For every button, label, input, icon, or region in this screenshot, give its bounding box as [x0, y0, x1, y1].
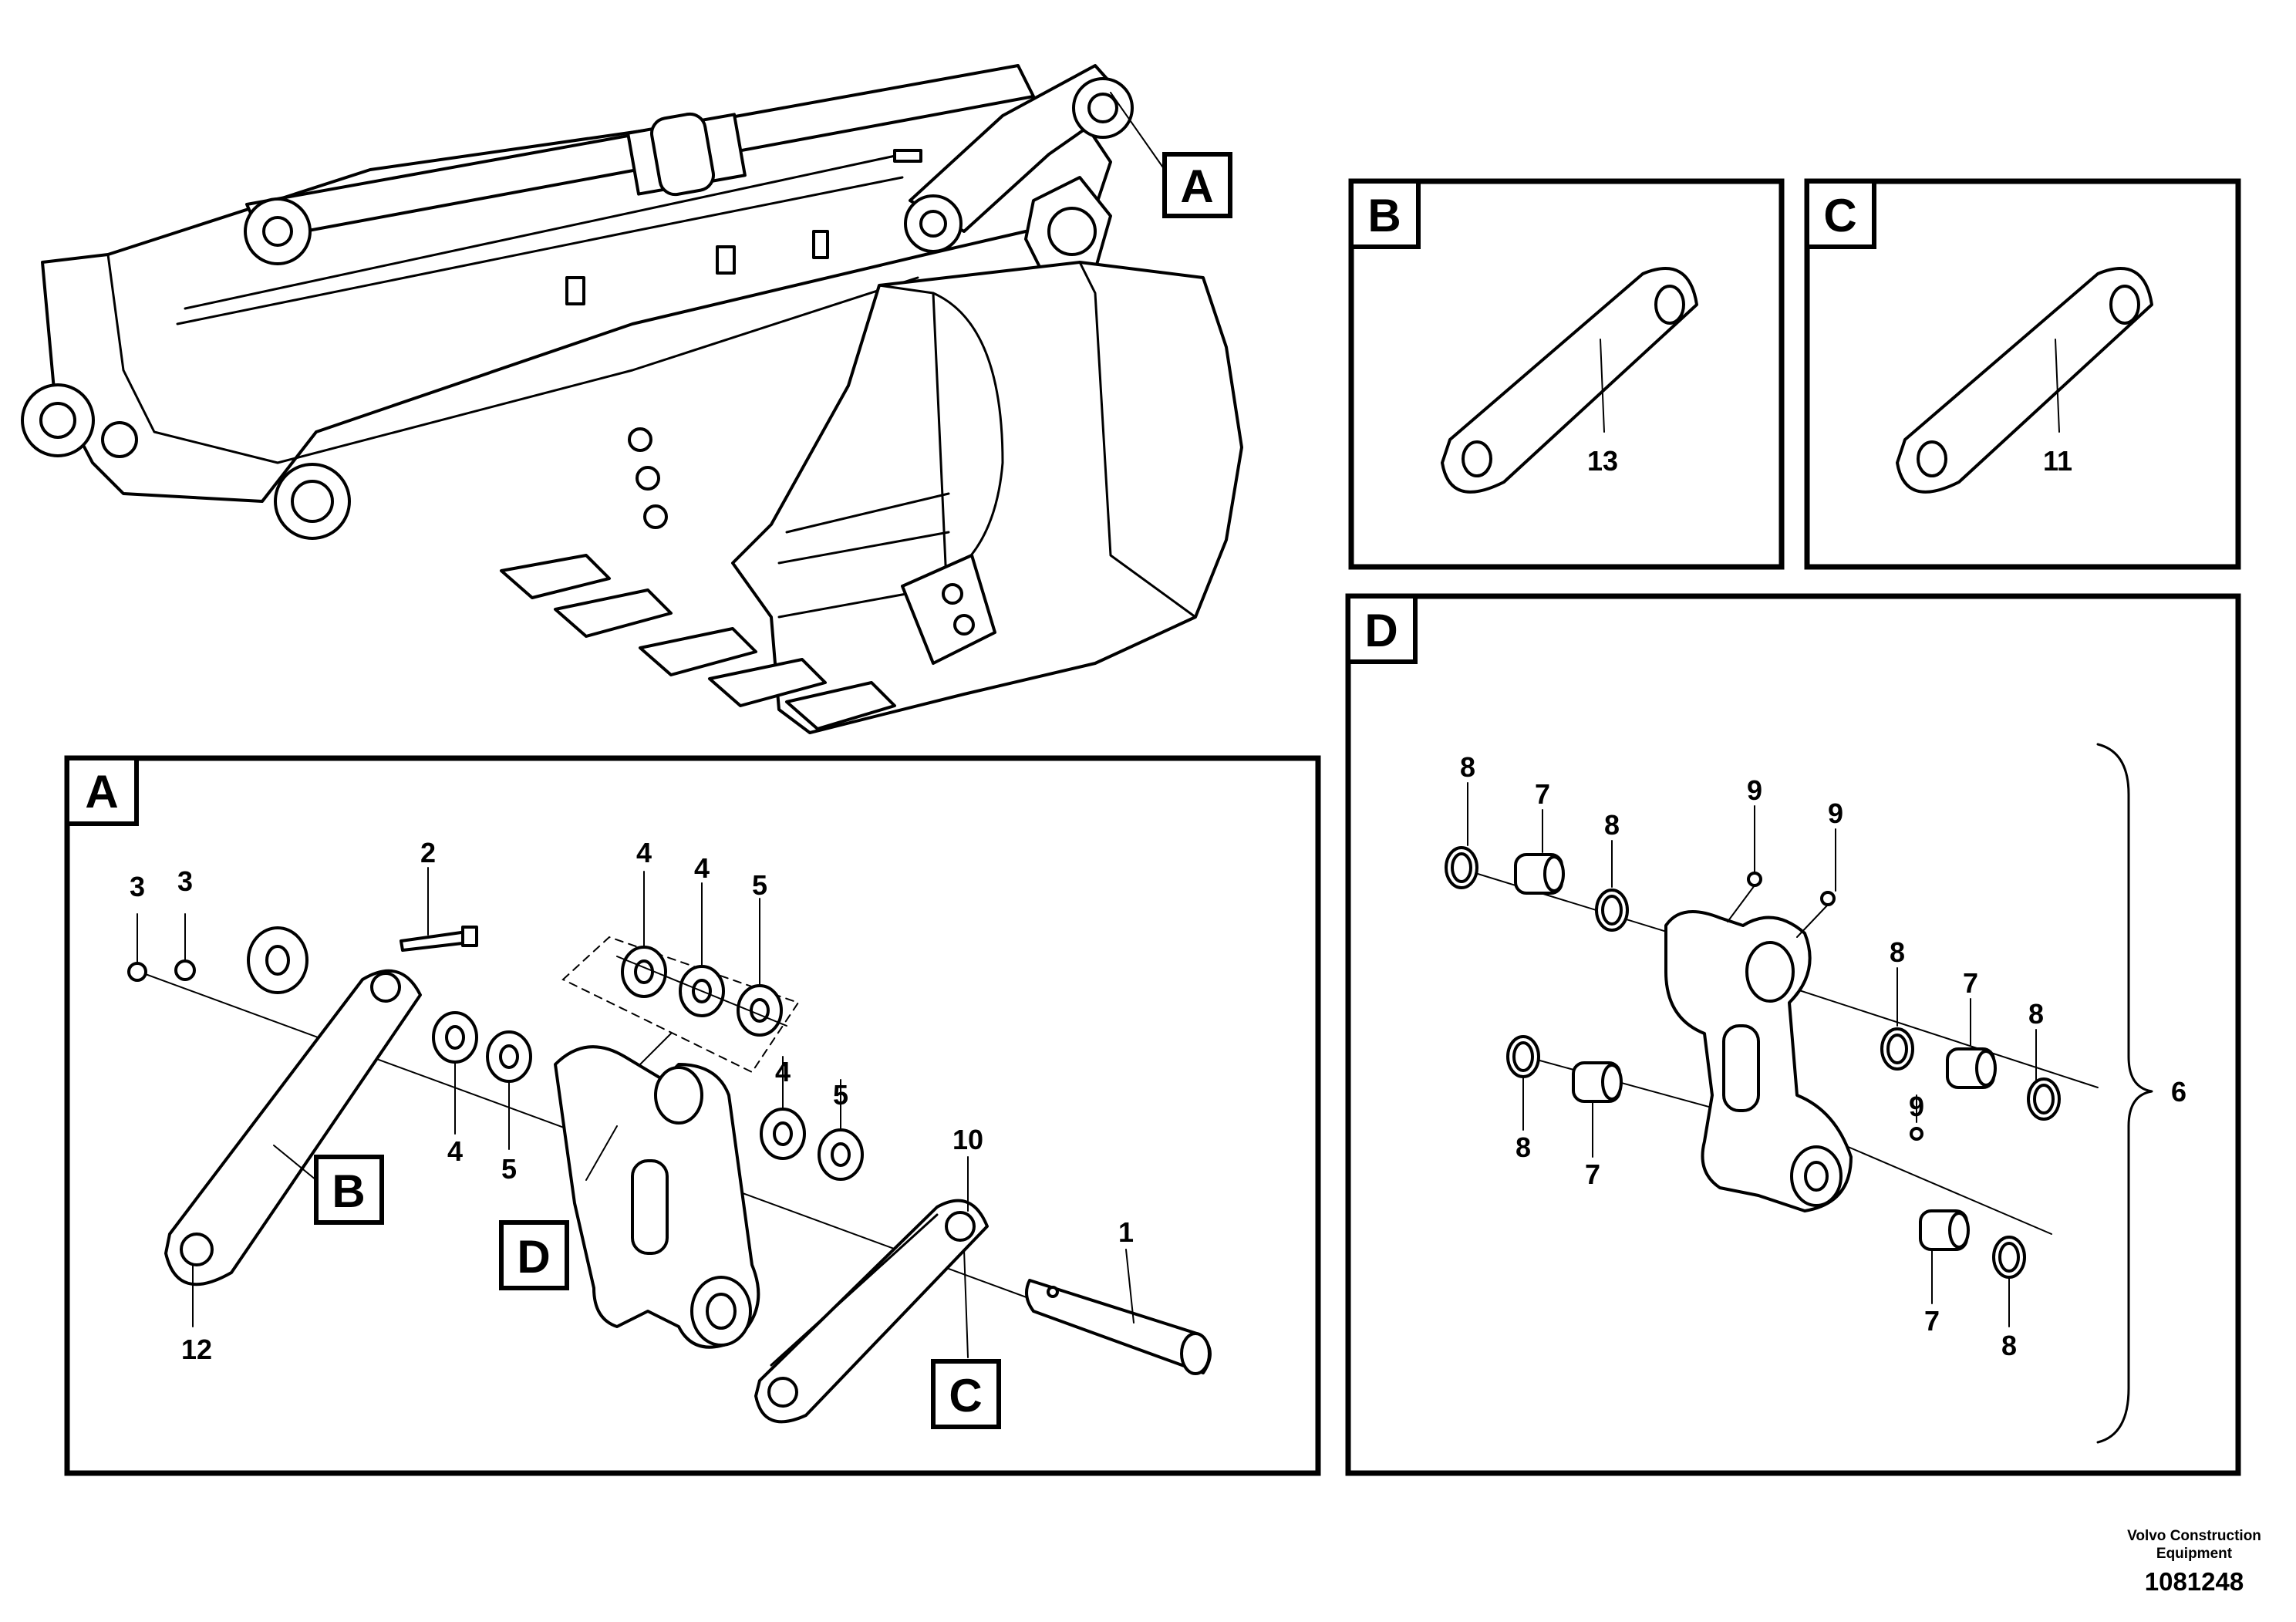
panel-A-frame — [64, 755, 1321, 1476]
label-8: 8 — [1460, 751, 1475, 783]
svg-text:B: B — [332, 1165, 365, 1217]
panel-B-label: B — [1349, 179, 1421, 249]
panel-C-label: C — [1805, 179, 1876, 249]
label-8: 8 — [1515, 1131, 1531, 1163]
panel-A-label: A — [65, 756, 139, 826]
label-8: 8 — [1604, 809, 1620, 841]
overview-arm-and-bucket — [21, 64, 1243, 734]
label-1: 1 — [1118, 1216, 1134, 1248]
assembly-brace — [2096, 743, 2153, 1444]
link-13 — [1441, 267, 1698, 494]
svg-text:C: C — [949, 1370, 982, 1421]
label-7: 7 — [1585, 1158, 1600, 1190]
label-7: 7 — [1535, 778, 1550, 810]
bucket-tooth — [554, 588, 673, 638]
nut-3 — [127, 962, 147, 982]
label-9: 9 — [1828, 798, 1843, 829]
label-8: 8 — [2028, 998, 2044, 1030]
footer-credit: Volvo Construction Equipment 1081248 — [2127, 1528, 2261, 1596]
label-8: 8 — [1890, 936, 1905, 968]
label-4: 4 — [775, 1056, 791, 1088]
bucket — [731, 261, 1243, 734]
optional-washer-group — [561, 936, 800, 1074]
panel-D-label: D — [1346, 594, 1418, 664]
svg-text:A: A — [85, 766, 118, 818]
bucket-tooth — [500, 554, 611, 599]
drawing-number: 1081248 — [2145, 1567, 2244, 1596]
svg-text:D: D — [1364, 605, 1397, 656]
bolt-2 — [400, 930, 470, 952]
company-name: Volvo Construction — [2127, 1528, 2261, 1544]
panel-C-frame — [1804, 178, 2241, 570]
label-6: 6 — [2171, 1076, 2186, 1108]
label-7: 7 — [1924, 1305, 1940, 1337]
svg-text:A: A — [1180, 160, 1213, 212]
label-2: 2 — [420, 837, 436, 868]
washer-3 — [174, 959, 196, 981]
label-13: 13 — [1587, 445, 1618, 477]
bucket-tooth — [785, 681, 896, 730]
panel-D-exploded-view — [1445, 743, 2153, 1444]
grease-nipple-9 — [1747, 872, 1762, 887]
bucket-tooth — [639, 627, 757, 676]
company-name-line2: Equipment — [2156, 1546, 2233, 1562]
callout-D-panel-A: D — [499, 1220, 569, 1290]
link-11 — [1896, 267, 2153, 494]
panel-D-part-labels: 8 7 8 9 9 8 7 8 9 8 7 7 8 6 — [1460, 751, 2186, 1361]
label-9: 9 — [1747, 774, 1762, 806]
label-3: 3 — [177, 865, 193, 897]
label-7: 7 — [1963, 967, 1978, 999]
label-4: 4 — [694, 852, 710, 884]
svg-text:D: D — [517, 1231, 550, 1283]
panel-A-part-labels: 3 3 2 4 4 5 4 5 4 5 10 1 12 — [130, 837, 1134, 1365]
link-12 — [164, 969, 422, 1286]
link-10 — [754, 1199, 989, 1424]
label-4: 4 — [447, 1135, 463, 1167]
callout-A-overview: A — [1162, 152, 1232, 218]
label-10: 10 — [952, 1124, 983, 1155]
bucket-tooth — [708, 658, 827, 707]
label-8: 8 — [2001, 1330, 2017, 1361]
callout-B-panel-A: B — [314, 1155, 384, 1225]
svg-text:B: B — [1367, 190, 1401, 241]
grease-nipple-9 — [1820, 891, 1836, 906]
label-4: 4 — [636, 837, 652, 868]
svg-text:C: C — [1823, 190, 1856, 241]
label-3: 3 — [130, 871, 145, 902]
label-11: 11 — [2043, 445, 2072, 477]
label-5: 5 — [752, 869, 767, 901]
label-5: 5 — [833, 1079, 848, 1111]
callout-C-panel-A: C — [931, 1359, 1001, 1429]
label-9: 9 — [1909, 1091, 1924, 1122]
grease-nipple-9 — [1910, 1127, 1923, 1141]
panel-B-frame — [1348, 178, 1785, 570]
panel-A-exploded-view — [127, 867, 1212, 1424]
label-5: 5 — [501, 1153, 517, 1185]
panel-D-frame — [1345, 593, 2241, 1476]
label-12: 12 — [181, 1334, 212, 1365]
